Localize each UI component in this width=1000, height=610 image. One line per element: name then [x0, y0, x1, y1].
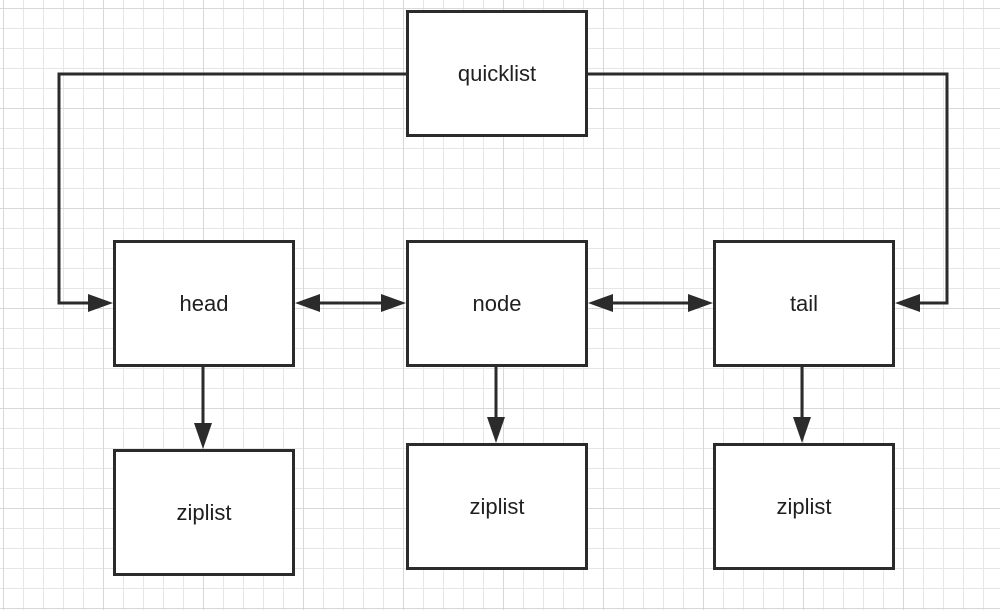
- ziplist-box-node: ziplist: [406, 443, 588, 570]
- arrowhead-node-right-side: [588, 294, 613, 312]
- ziplist-label: ziplist: [469, 493, 525, 519]
- ziplist-box-tail: ziplist: [713, 443, 895, 570]
- quicklist-label: quicklist: [457, 60, 537, 86]
- edge-quicklist-to-head: [57, 72, 406, 305]
- tail-box: tail: [713, 240, 895, 367]
- arrowhead-tail-ziplist: [793, 417, 811, 443]
- edge-quicklist-to-tail: [588, 72, 949, 305]
- ziplist-label: ziplist: [176, 499, 232, 525]
- arrowhead-node-ziplist: [487, 417, 505, 443]
- quicklist-box: quicklist: [406, 10, 588, 137]
- node-label: node: [472, 290, 522, 316]
- tail-label: tail: [789, 290, 819, 316]
- arrowhead-head-side: [295, 294, 320, 312]
- arrowhead-into-head: [88, 294, 113, 312]
- arrowhead-head-ziplist: [194, 423, 212, 449]
- head-box: head: [113, 240, 295, 367]
- arrowhead-node-left-side: [381, 294, 406, 312]
- ziplist-label: ziplist: [776, 493, 832, 519]
- head-label: head: [179, 290, 229, 316]
- ziplist-box-head: ziplist: [113, 449, 295, 576]
- node-box: node: [406, 240, 588, 367]
- arrowhead-tail-side: [688, 294, 713, 312]
- arrowhead-into-tail: [895, 294, 920, 312]
